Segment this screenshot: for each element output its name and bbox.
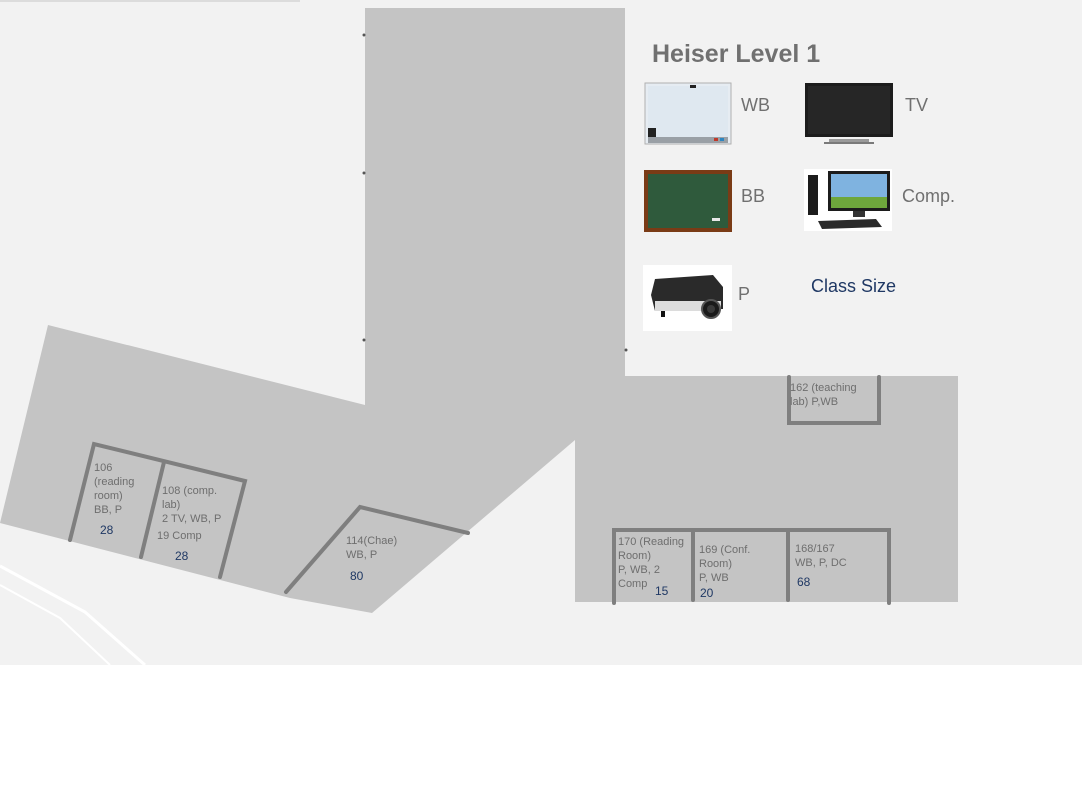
marker-dot xyxy=(362,171,366,175)
legend-class-size-label: Class Size xyxy=(811,276,897,296)
top-shadow xyxy=(0,0,300,2)
marker-dot xyxy=(362,33,366,37)
room-170-size: 15 xyxy=(655,584,669,598)
legend-tv-label: TV xyxy=(905,95,929,115)
walkway-line xyxy=(0,584,111,665)
room-168-167-size: 68 xyxy=(797,575,811,589)
floor-plan-svg xyxy=(0,0,958,665)
room-170-label: 170 (Reading Room) P, WB, 2 Comp xyxy=(618,536,685,590)
whiteboard-icon xyxy=(644,82,732,145)
room-168-167-label: 168/167 WB, P, DC xyxy=(795,543,847,569)
floor-west-wing xyxy=(0,8,625,613)
marker-dot xyxy=(624,348,628,352)
wall-106-108-divider xyxy=(139,460,166,559)
room-108-extra: 19 Comp xyxy=(157,530,202,542)
room-114-size: 80 xyxy=(350,569,364,583)
floor-plan-area: 106 (reading room) BB, P 28 108 (comp. l… xyxy=(0,0,1082,665)
tv-icon xyxy=(804,82,894,145)
projector-icon xyxy=(643,265,732,331)
wall-room-162 xyxy=(787,375,881,425)
room-169-label: 169 (Conf. Room) P, WB xyxy=(699,544,751,584)
room-108-size: 28 xyxy=(175,549,189,563)
room-106-size: 28 xyxy=(100,523,114,537)
room-106-label: 106 (reading room) BB, P xyxy=(94,462,135,516)
room-114-label: 114(Chae) WB, P xyxy=(346,535,398,561)
wall-rooms-170-169-168 xyxy=(612,528,891,605)
room-162-label: 162 (teaching lab) P,WB xyxy=(790,382,857,408)
computer-icon xyxy=(804,169,892,231)
legend-wb-label: WB xyxy=(741,95,770,115)
blackboard-icon xyxy=(644,170,732,232)
room-169-size: 20 xyxy=(700,586,714,600)
marker-dot xyxy=(362,338,366,342)
room-108-label: 108 (comp. lab) 2 TV, WB, P xyxy=(162,485,222,525)
legend-p-label: P xyxy=(738,284,751,304)
floor-east-wing xyxy=(575,376,958,602)
walkway-line xyxy=(0,564,146,665)
legend-bb-label: BB xyxy=(741,186,766,206)
legend-comp-label: Comp. xyxy=(902,186,956,206)
wall-room-114 xyxy=(284,504,470,594)
map-title: Heiser Level 1 xyxy=(652,40,821,68)
wall-rooms-106-108 xyxy=(68,441,248,579)
